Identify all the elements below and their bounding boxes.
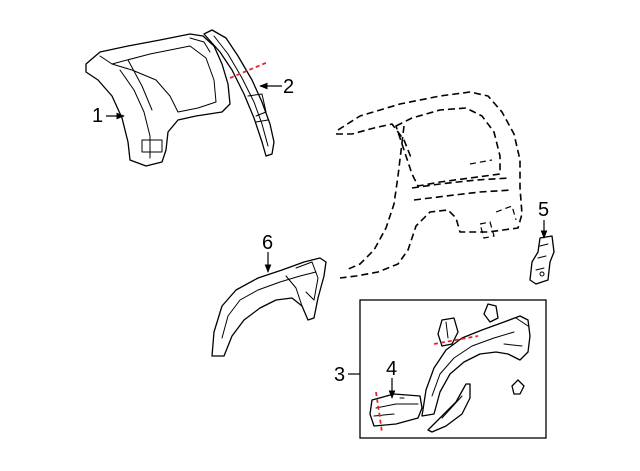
callout-5: 5: [538, 199, 549, 221]
callout-6: 6: [262, 232, 273, 254]
callout-2: 2: [283, 76, 294, 98]
inset-box-part-3-assembly[interactable]: [359, 299, 547, 439]
callout-3: 3: [334, 364, 345, 386]
body-side-reference-outline: [336, 91, 523, 279]
part-6-wheelhouse[interactable]: [211, 257, 327, 357]
part-5-bracket[interactable]: [529, 235, 555, 285]
callout-4: 4: [386, 358, 397, 380]
part-1-inner-quarter-panel[interactable]: [85, 33, 231, 167]
callout-1: 1: [92, 105, 103, 127]
part-2-rear-pillar[interactable]: [203, 29, 275, 157]
part-4-extension[interactable]: [369, 393, 423, 427]
cut-line-arch: [433, 335, 479, 345]
